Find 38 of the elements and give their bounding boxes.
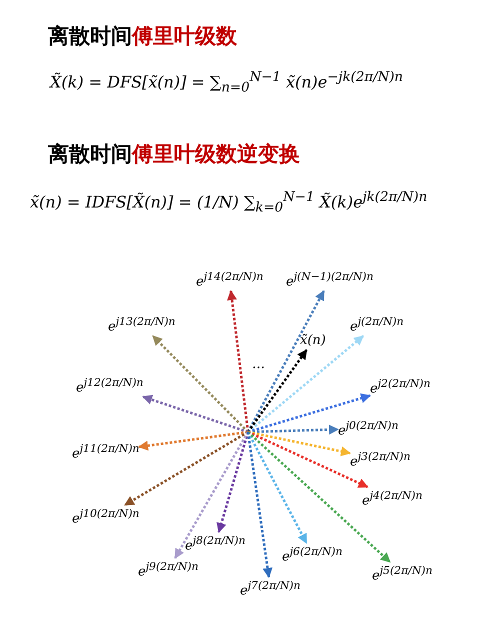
basis-label: e$^{j0(2π/N)n}$ bbox=[338, 417, 399, 440]
heading: 离散时间 bbox=[48, 141, 132, 168]
arrow bbox=[138, 430, 248, 451]
basis-label: e$^{j11(2π/N)n}$ bbox=[72, 440, 140, 464]
arrow bbox=[246, 349, 308, 433]
basis-label: e$^{j13(2π/N)n}$ bbox=[108, 313, 176, 336]
arrow bbox=[174, 431, 250, 559]
basis-label: e$^{j4(2π/N)n}$ bbox=[362, 487, 423, 510]
arrow bbox=[248, 430, 351, 456]
arrow bbox=[247, 430, 368, 488]
basis-label: e$^{j8(2π/N)n}$ bbox=[185, 532, 246, 556]
heading: 离散时间 bbox=[48, 23, 132, 50]
arrow bbox=[248, 393, 371, 434]
basis-label: e$^{j(N−1)(2π/N)n}$ bbox=[286, 268, 374, 292]
arrow bbox=[124, 430, 249, 506]
basis-label: e$^{j7(2π/N)n}$ bbox=[240, 577, 301, 600]
basis-label: e$^{j(2π/N)n}$ bbox=[350, 313, 404, 336]
arrow bbox=[227, 290, 250, 432]
basis-label: e$^{j9(2π/N)n}$ bbox=[138, 558, 199, 582]
formula: X̃(k) = DFS[x̃(n)] = ∑$_{n=0}$$^{N−1}$ x̃(n)e$^{−jk(2π/N)n}$ bbox=[50, 70, 404, 96]
basis-label: e$^{j5(2π/N)n}$ bbox=[372, 562, 433, 586]
arrow bbox=[246, 432, 273, 578]
arrow bbox=[247, 335, 364, 433]
basis-label: e$^{j10(2π/N)n}$ bbox=[72, 505, 140, 528]
arrow bbox=[152, 335, 249, 433]
arrow bbox=[247, 431, 391, 563]
basis-label: e$^{j12(2π/N)n}$ bbox=[76, 374, 144, 398]
arrow bbox=[142, 394, 248, 434]
formula: x̃(n) = IDFS[X̃(n)] = (1/N) ∑$_{k=0}$$^{N−1}$ X̃(k)e$^{jk(2π/N)n}$ bbox=[30, 190, 428, 216]
basis-label: e$^{j3(2π/N)n}$ bbox=[350, 448, 411, 472]
basis-label: e$^{j2(2π/N)n}$ bbox=[370, 375, 431, 398]
heading: 傅里叶级数 bbox=[132, 23, 237, 50]
basis-label: x̃(n) bbox=[300, 332, 326, 350]
heading: 傅里叶级数逆变换 bbox=[132, 141, 300, 168]
arrow bbox=[248, 424, 339, 435]
basis-label: e$^{j6(2π/N)n}$ bbox=[282, 543, 343, 566]
basis-label: e$^{j14(2π/N)n}$ bbox=[196, 268, 264, 292]
ellipsis-text: … bbox=[252, 356, 265, 374]
